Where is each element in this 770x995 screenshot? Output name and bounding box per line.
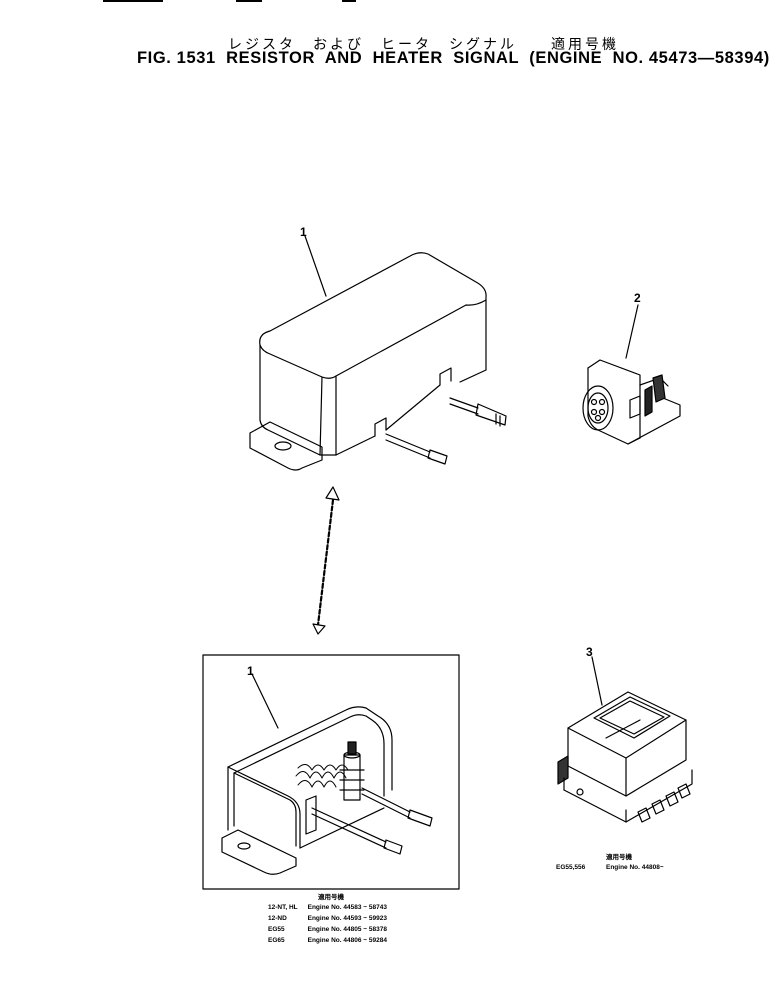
leader-line — [591, 656, 603, 706]
scan-mark — [342, 0, 356, 2]
table-row: 12-NT, HL Engine No. 44583 ~ 58743 — [268, 902, 397, 913]
scan-mark — [236, 0, 262, 2]
detail-frame — [202, 654, 460, 890]
engine-cell: Engine No. 44805 ~ 58378 — [307, 926, 387, 933]
parts-diagram: 1 2 3 1 — [202, 225, 693, 890]
applicability-detail-header: 適用号機 — [318, 894, 344, 901]
callout-2: 2 — [634, 291, 641, 305]
table-row: EG65 Engine No. 44806 ~ 59284 — [268, 935, 397, 946]
model-cell: 12-NT, HL — [268, 904, 298, 911]
model-cell: 12-ND — [268, 915, 287, 922]
leader-line — [304, 235, 327, 297]
connector-arrow — [312, 486, 340, 635]
heater-signal — [582, 359, 681, 445]
table-row: 12-ND Engine No. 44593 ~ 59923 — [268, 913, 397, 924]
callout-1: 1 — [300, 225, 307, 239]
callout-3: 3 — [586, 645, 593, 659]
relay-unit — [557, 691, 693, 823]
figure-title: FIG. 1531 RESISTOR AND HEATER SIGNAL (EN… — [137, 49, 770, 67]
leader-line — [625, 304, 639, 359]
scan-mark — [103, 0, 163, 2]
resistor-internal-view — [221, 706, 433, 875]
engine-cell: Engine No. 44583 ~ 58743 — [307, 904, 387, 911]
table-row: EG55 Engine No. 44805 ~ 58378 — [268, 924, 397, 935]
engine-cell: Engine No. 44593 ~ 59923 — [307, 915, 387, 922]
callout-1-detail: 1 — [247, 664, 254, 678]
applicability-part3-model: EG55,556 — [556, 864, 586, 871]
engine-cell: Engine No. 44806 ~ 59284 — [307, 937, 387, 944]
leader-line — [251, 673, 279, 729]
applicability-part3-engine: Engine No. 44808~ — [606, 864, 664, 871]
resistor-box — [249, 252, 507, 471]
figure-title-japanese: レジスタ および ヒータ シグナル 適用号機 — [228, 37, 619, 53]
model-cell: EG65 — [268, 937, 285, 944]
model-cell: EG55 — [268, 926, 285, 933]
applicability-part3-header: 適用号機 — [606, 854, 632, 861]
applicability-detail-table: 12-NT, HL Engine No. 44583 ~ 58743 12-ND… — [268, 902, 397, 946]
